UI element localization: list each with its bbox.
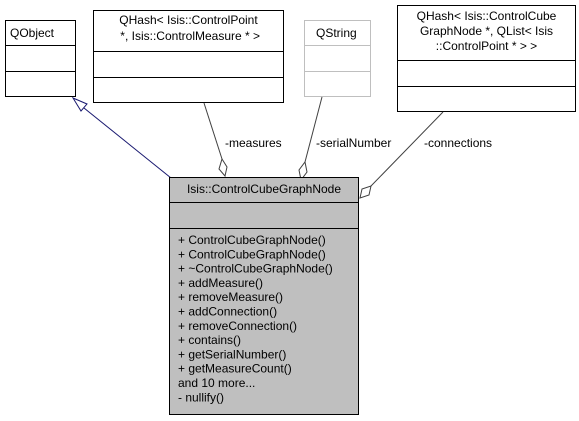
class-qobject-name: QObject [10,26,55,40]
edge-label-measures: -measures [225,136,282,150]
member-item: + contains() [178,333,241,347]
class-qhash-connections-name-line-1: QHash< Isis::ControlCube [417,9,557,23]
member-item: + getMeasureCount() [178,362,292,376]
class-qobject[interactable]: QObject [5,20,76,97]
member-item: + ControlCubeGraphNode() [178,233,326,247]
edge-label-serial-number: -serialNumber [316,136,391,150]
member-item: + removeConnection() [178,319,297,333]
member-list: + ControlCubeGraphNode()+ ControlCubeGra… [178,233,333,404]
edge-label-connections: -connections [424,136,492,150]
class-control-cube-graph-node[interactable]: Isis::ControlCubeGraphNode + ControlCube… [169,177,359,415]
member-item: - nullify() [178,390,224,404]
member-item: + ~ControlCubeGraphNode() [178,262,333,276]
class-qhash-connections[interactable]: QHash< Isis::ControlCube GraphNode *, QL… [397,5,576,112]
class-qhash-connections-name-line-2: GraphNode *, QList< Isis [420,24,553,38]
member-item: + ControlCubeGraphNode() [178,247,326,261]
class-qstring-name: QString [316,26,357,40]
edge-measures [203,102,228,178]
edge-connections [359,111,444,199]
member-item: + addMeasure() [178,276,263,290]
class-control-cube-graph-node-name: Isis::ControlCubeGraphNode [187,182,341,196]
class-qhash-connections-name-line-3: ::ControlPoint * > > [436,39,537,53]
class-qhash-measures[interactable]: QHash< Isis::ControlPoint *, Isis::Contr… [93,10,284,103]
member-item: + addConnection() [178,305,277,319]
class-qstring[interactable]: QString [304,20,371,97]
class-qhash-measures-name-line-2: *, Isis::ControlMeasure * > [117,29,260,43]
edge-inheritance-qobject [71,96,177,183]
member-item: and 10 more... [178,376,255,390]
class-qhash-measures-name-line-1: QHash< Isis::ControlPoint [119,13,258,27]
member-item: + getSerialNumber() [178,347,286,361]
member-item: + removeMeasure() [178,290,283,304]
